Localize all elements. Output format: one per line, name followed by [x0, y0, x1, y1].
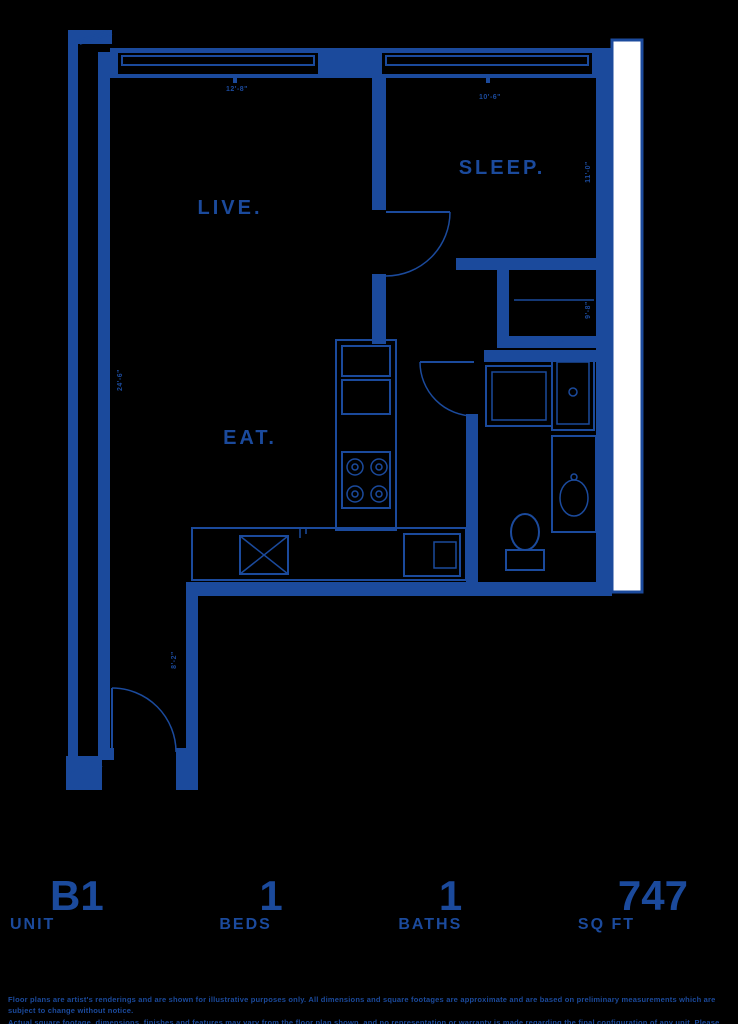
dimension-label-6: 24'-6": [117, 369, 124, 391]
stat-beds-label: BEDS: [219, 916, 272, 934]
drain-icon: [568, 387, 578, 397]
linen-cabinet-icon: [551, 355, 595, 431]
balcony-white-bar: [610, 38, 644, 594]
window-top-left: [121, 55, 315, 66]
room-label-live: LIVE.: [197, 197, 262, 219]
vanity-basin-icon: [559, 479, 589, 517]
wall-top-pier-left: [110, 48, 118, 78]
stat-baths-value: 1: [438, 872, 463, 919]
burner-icon: [375, 463, 383, 471]
stat-beds-value: 1: [259, 872, 283, 919]
kitchen-counter: [191, 527, 467, 581]
stove-icon: [341, 451, 391, 509]
sink-icon: [239, 535, 289, 575]
stat-sqft-label: SQ FT: [577, 916, 636, 934]
wall-bedroom-west-upper: [372, 74, 386, 210]
wall-hatching: [67, 30, 113, 789]
burner-icon: [375, 490, 383, 498]
wall-closet-south: [497, 336, 610, 348]
dishwasher-panel: [433, 541, 457, 569]
room-label-eat: EAT.: [223, 427, 277, 449]
refrigerator-icon: [341, 345, 391, 377]
doors: [111, 211, 475, 753]
entry-door-arc: [111, 687, 177, 753]
dimension-labels: 12'-8" 10'-6" 11'-0" 9'-8" 5'-4" 24'-6" …: [117, 86, 592, 669]
vanity-icon: [551, 435, 597, 533]
kitchen-tall-cabinet-run: [335, 339, 397, 531]
dimension-label-1: 12'-8": [226, 86, 248, 93]
bathroom-door-arc: [419, 361, 475, 417]
floor-plan: LIVE. SLEEP. EAT. 12'-8" 10'-6" 11'-0" 9…: [66, 30, 644, 790]
window-mullion-tick-left: [233, 74, 237, 83]
burner-icon: [351, 463, 359, 471]
stat-sqft-value: 747: [617, 872, 688, 919]
disclaimer-line-1: Floor plans are artist's renderings and …: [8, 995, 716, 1016]
stat-beds: 1 BEDS: [219, 872, 283, 934]
window-top-right: [385, 55, 589, 66]
stat-unit: B1 UNIT: [10, 872, 104, 934]
sink-cross: [239, 535, 289, 575]
wall-top-pier-middle: [318, 48, 382, 78]
wall-closet-west: [497, 270, 509, 348]
burner-icon: [351, 490, 359, 498]
toilet-bowl-icon: [510, 513, 540, 551]
dimension-label-2: 10'-6": [479, 94, 501, 101]
stat-baths-label: BATHS: [398, 916, 463, 934]
wall-bottom: [186, 582, 612, 596]
burner-icon: [346, 485, 364, 503]
windows: [121, 55, 589, 66]
hatch-line: [67, 759, 101, 787]
dimension-label-4: 9'-8": [585, 301, 592, 319]
dimension-label-7: 8'-2": [171, 651, 178, 669]
counter-tick: [299, 528, 307, 538]
disclaimer-line-2: Actual square footage, dimensions, finis…: [8, 1017, 720, 1024]
linen-cabinet-inner: [556, 361, 590, 425]
burner-icon: [370, 485, 388, 503]
wall-right: [596, 48, 612, 593]
room-labels: LIVE. SLEEP. EAT.: [197, 157, 546, 449]
shower-inner: [491, 371, 547, 421]
wall-bath-north: [484, 350, 610, 362]
unit-stats: B1 UNIT 1 BEDS 1 BATHS 747 SQ FT: [0, 872, 738, 934]
stat-unit-label: UNIT: [10, 916, 56, 934]
wall-corridor-east: [186, 582, 198, 760]
burner-icon: [370, 458, 388, 476]
dimension-label-5: 5'-4": [547, 340, 565, 347]
shower-icon: [485, 365, 553, 427]
stat-unit-value: B1: [50, 872, 104, 919]
dimension-label-3: 11'-0": [585, 161, 592, 183]
kitchen: [191, 339, 467, 581]
disclaimer: Floor plans are artist's renderings and …: [8, 994, 730, 1024]
wall-left-inner: [98, 52, 110, 760]
faucet-icon: [570, 473, 578, 481]
stat-baths: 1 BATHS: [398, 872, 463, 934]
walls: [66, 30, 612, 790]
bedroom-door-arc: [385, 211, 451, 277]
wall-entry-jamb-left: [104, 748, 114, 760]
stat-sqft: 747 SQ FT: [577, 872, 688, 934]
hatch-line: [69, 30, 109, 44]
window-mullion-tick-right: [486, 74, 490, 83]
wall-bath-west: [466, 414, 478, 582]
wall-left-outer: [68, 30, 78, 790]
burner-icon: [346, 458, 364, 476]
toilet-tank-icon: [505, 549, 545, 571]
hatch-line: [67, 757, 97, 775]
hatch-line: [73, 765, 103, 789]
dishwasher-icon: [403, 533, 461, 577]
bathroom: [485, 355, 597, 571]
hatch-line: [79, 33, 113, 45]
pantry-cabinet-icon: [341, 379, 391, 415]
room-label-sleep: SLEEP.: [459, 157, 546, 179]
wall-entry-jamb-right: [176, 748, 198, 790]
wall-bedroom-south: [456, 258, 610, 270]
wall-bedroom-west-lower: [372, 274, 386, 344]
